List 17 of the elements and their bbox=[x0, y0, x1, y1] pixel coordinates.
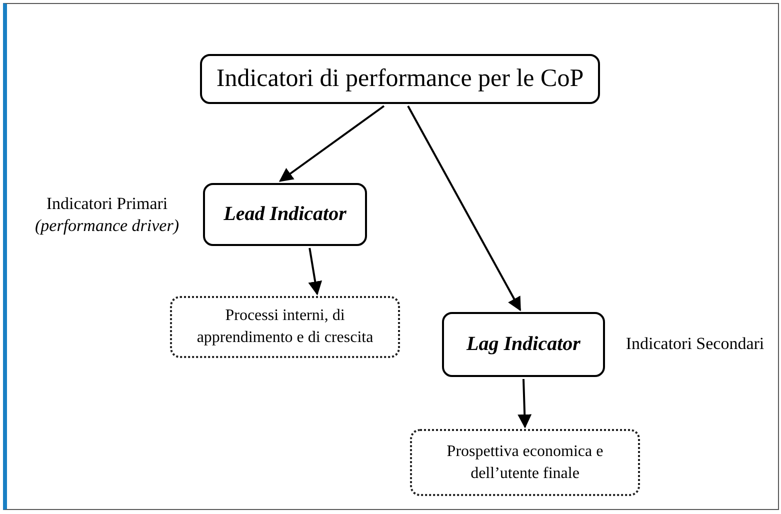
side-label: Indicatori Secondari bbox=[624, 333, 766, 355]
side-note: (performance driver) bbox=[34, 215, 180, 238]
node-label: Lead Indicator bbox=[222, 202, 348, 227]
arrow bbox=[518, 378, 532, 428]
indicator-box bbox=[442, 312, 605, 377]
title-box bbox=[200, 54, 600, 104]
arrow bbox=[308, 248, 322, 296]
side-label: Indicatori Primari bbox=[45, 193, 169, 215]
description-box bbox=[170, 296, 400, 358]
node-label: Indicatori di performance per le CoP bbox=[215, 64, 585, 94]
node-label: Lag Indicator bbox=[465, 332, 582, 357]
node-label: Processi interni, di apprendimento e di crescita bbox=[196, 306, 374, 348]
arrow bbox=[278, 105, 385, 182]
description-box bbox=[410, 429, 640, 496]
node-label: Prospettiva economica e dell’utente finale bbox=[446, 442, 604, 484]
arrow bbox=[407, 106, 522, 312]
indicator-box bbox=[203, 183, 367, 246]
